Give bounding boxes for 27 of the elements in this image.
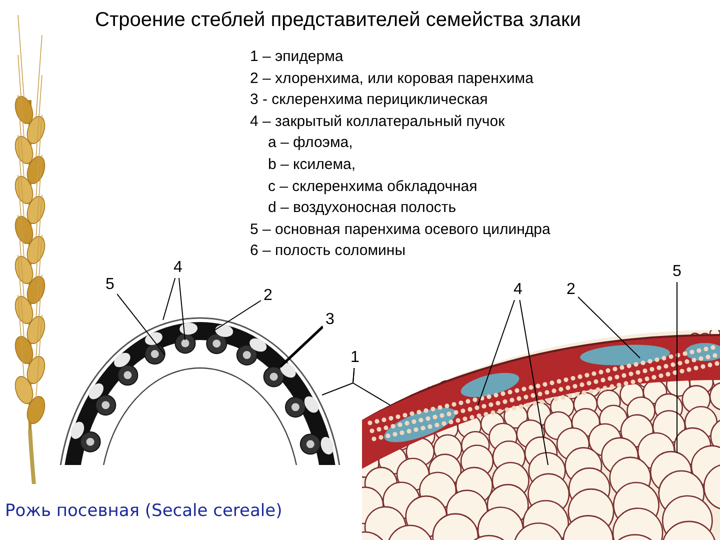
legend-line: 3 - склеренхима перициклическая bbox=[250, 91, 488, 110]
legend-line: b – ксилема, bbox=[268, 156, 356, 174]
caption: Рожь посевная (Secale cereale) bbox=[4, 500, 282, 524]
leader-line bbox=[578, 296, 640, 358]
callout-number: 2 bbox=[564, 280, 578, 300]
leader-line bbox=[116, 293, 166, 356]
callout-number: 3 bbox=[323, 310, 337, 330]
legend-line: 2 – хлоренхима, или коровая паренхима bbox=[250, 70, 534, 88]
title: Строение стеблей представителей семейства злаки bbox=[95, 8, 581, 32]
leader-line bbox=[352, 368, 390, 406]
callout-number: 4 bbox=[511, 280, 525, 300]
leader-line bbox=[178, 278, 186, 340]
leader-line bbox=[676, 282, 678, 454]
legend-line: 4 – закрытый коллатеральный пучок bbox=[250, 112, 505, 131]
callout-number: 5 bbox=[103, 275, 117, 295]
leader-line bbox=[279, 326, 324, 368]
legend-line: 1 – эпидерма bbox=[250, 48, 344, 66]
leader-line bbox=[162, 278, 176, 320]
legend-line: а – флоэма, bbox=[268, 134, 353, 152]
legend-line: 6 – полость соломины bbox=[250, 242, 406, 260]
callout-number: 4 bbox=[171, 258, 185, 278]
leader-line bbox=[519, 300, 548, 466]
leader-line bbox=[478, 300, 516, 406]
legend-line: c – склеренхима обкладочная bbox=[268, 178, 478, 196]
leader-line bbox=[214, 300, 262, 330]
legend-line: 5 – основная паренхима осевого цилиндра bbox=[250, 220, 550, 239]
legend-line: d – воздухоносная полость bbox=[268, 199, 456, 218]
